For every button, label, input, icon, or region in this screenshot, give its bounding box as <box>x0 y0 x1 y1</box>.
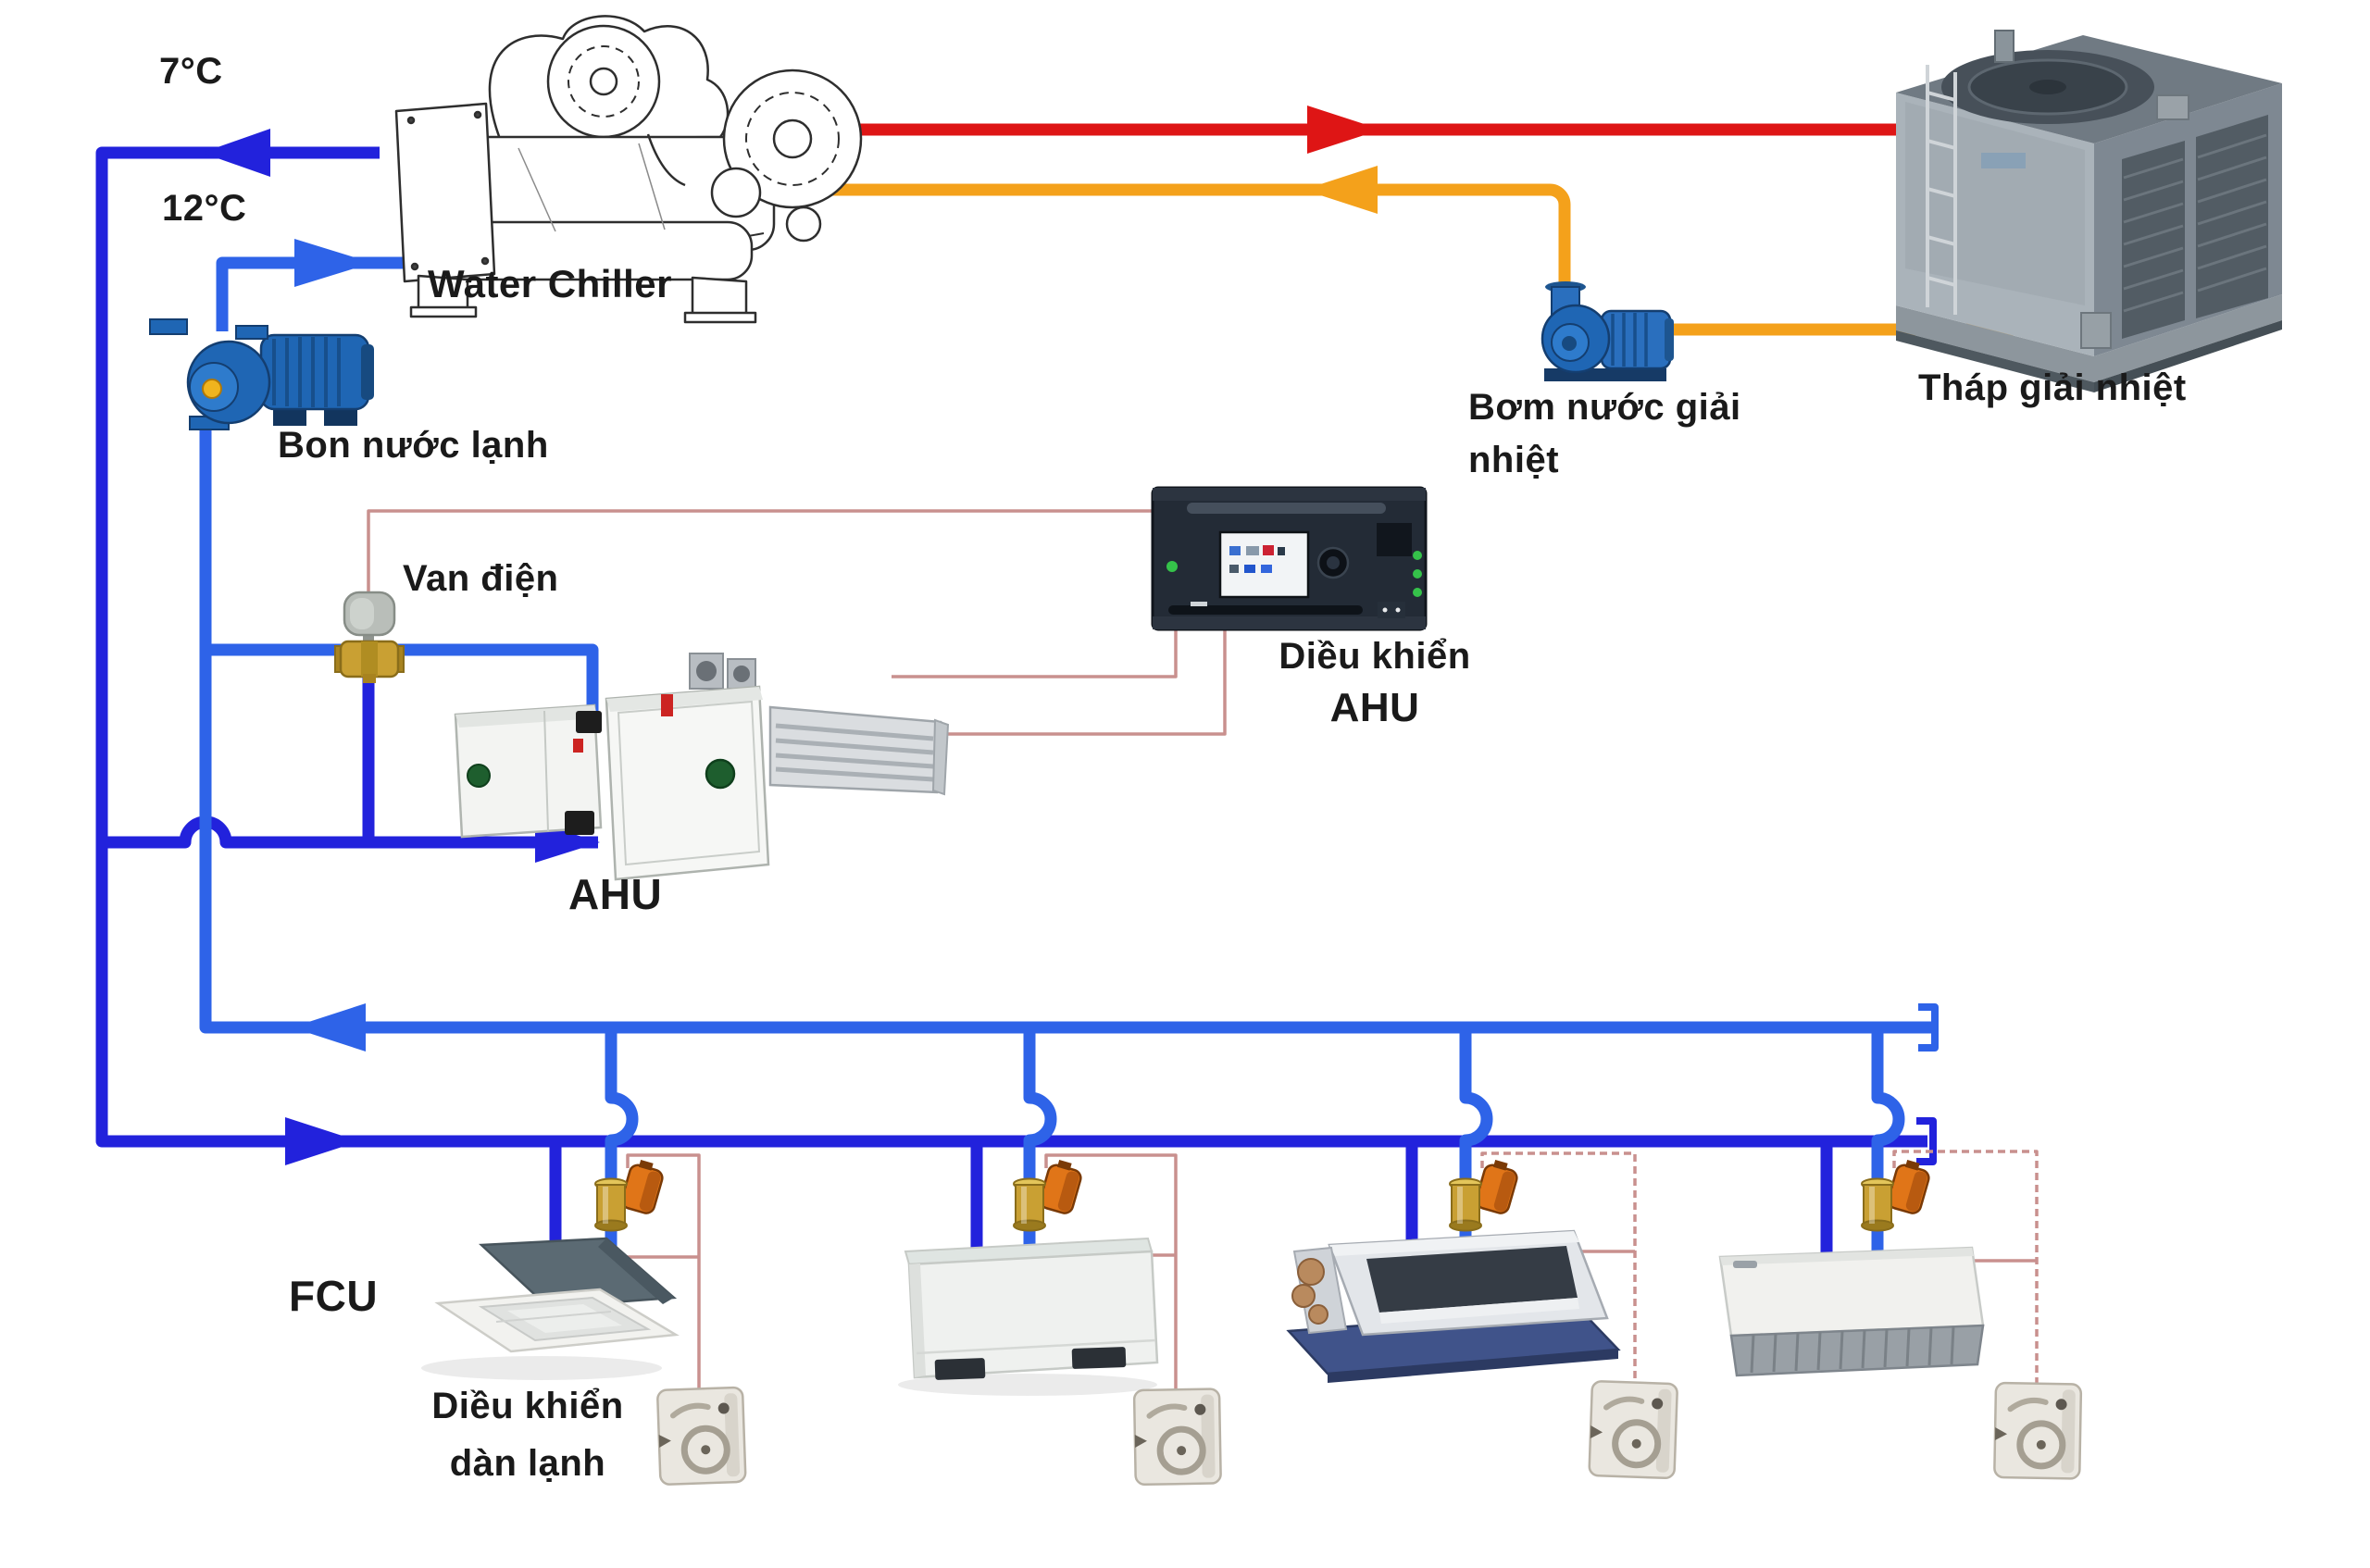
pipe-chilled-return-main <box>199 424 1935 1034</box>
arrow-supply-main <box>285 1117 359 1165</box>
supply-main-end-cap <box>1916 1117 1937 1165</box>
electric-valve <box>334 591 405 683</box>
label-return-temp: 12°C <box>162 188 247 229</box>
label-fcu-controller-line1: Diều khiển <box>431 1386 624 1426</box>
tower-louvers <box>2122 115 2268 339</box>
ahu-controller <box>1151 486 1428 631</box>
ahu-unit <box>454 653 950 881</box>
water-chiller-sketch <box>394 15 863 324</box>
thermostat-fcu2 <box>1134 1388 1221 1485</box>
wire-valve-to-controller <box>367 509 1153 594</box>
label-condenser-pump: Bơm nước giải nhiệt <box>1468 381 1741 487</box>
pipe-return-riser-fcu4 <box>1871 1027 1905 1270</box>
thermostat-fcu3 <box>1589 1381 1678 1478</box>
fcu-console <box>898 1237 1159 1396</box>
arrow-ahu-feed <box>535 822 600 863</box>
thermostat-fcu1 <box>657 1388 746 1485</box>
fcu-ducted <box>1286 1229 1621 1383</box>
fcu-ceiling-suspended <box>1718 1246 1985 1377</box>
condenser-water-pump <box>1540 281 1674 381</box>
label-ahu-controller-line1: Diều khiển <box>1279 636 1471 677</box>
label-ahu-controller-line2: AHU <box>1329 685 1420 730</box>
label-supply-temp: 7°C <box>159 51 223 92</box>
label-ahu-controller: Diều khiển AHU <box>1254 635 1495 732</box>
wire-fcu2 <box>1044 1153 1178 1390</box>
tower-ladder <box>1926 65 1957 315</box>
arrow-return-main <box>292 1003 366 1052</box>
chilled-water-pump <box>149 318 374 430</box>
arrow-supply-to-riser <box>202 129 270 177</box>
wire-fcu4 <box>1892 1150 2039 1383</box>
label-condenser-pump-line1: Bơm nước giải <box>1468 387 1741 428</box>
pipe-return-riser-fcu1 <box>605 1027 639 1263</box>
label-fcu-controller: Diều khiển dàn lạnh <box>407 1385 648 1485</box>
arrow-return-to-chiller <box>294 239 372 287</box>
label-ahu: AHU <box>568 870 663 918</box>
fcu-cassette <box>421 1237 680 1380</box>
label-fcu-controller-line2: dàn lạnh <box>449 1443 606 1484</box>
thermostat-fcu4 <box>1994 1383 2081 1479</box>
wire-fcu3 <box>1480 1151 1637 1381</box>
wire-controller-to-ahu-2 <box>942 628 1227 736</box>
wire-fcu1 <box>626 1153 701 1390</box>
pipe-condenser-return-upper <box>827 183 1571 292</box>
label-water-chiller: Water Chiller <box>428 262 672 305</box>
wire-controller-to-ahu-1 <box>892 628 1178 678</box>
arrow-hot-to-tower <box>1307 106 1381 154</box>
pipe-return-riser-fcu3 <box>1459 1027 1493 1259</box>
label-fcu: FCU <box>289 1272 379 1320</box>
label-chilled-water-pump: Bon nước lạnh <box>278 425 549 466</box>
return-main-end-cap <box>1918 1003 1939 1052</box>
cooling-tower <box>1896 30 2282 392</box>
arrow-warm-to-chiller <box>1304 166 1378 214</box>
label-condenser-pump-line2: nhiệt <box>1468 439 1560 480</box>
label-cooling-tower: Tháp giải nhiệt <box>1918 367 2187 408</box>
label-electric-valve: Van điện <box>403 558 559 599</box>
pipe-return-riser-fcu2 <box>1023 1027 1057 1263</box>
